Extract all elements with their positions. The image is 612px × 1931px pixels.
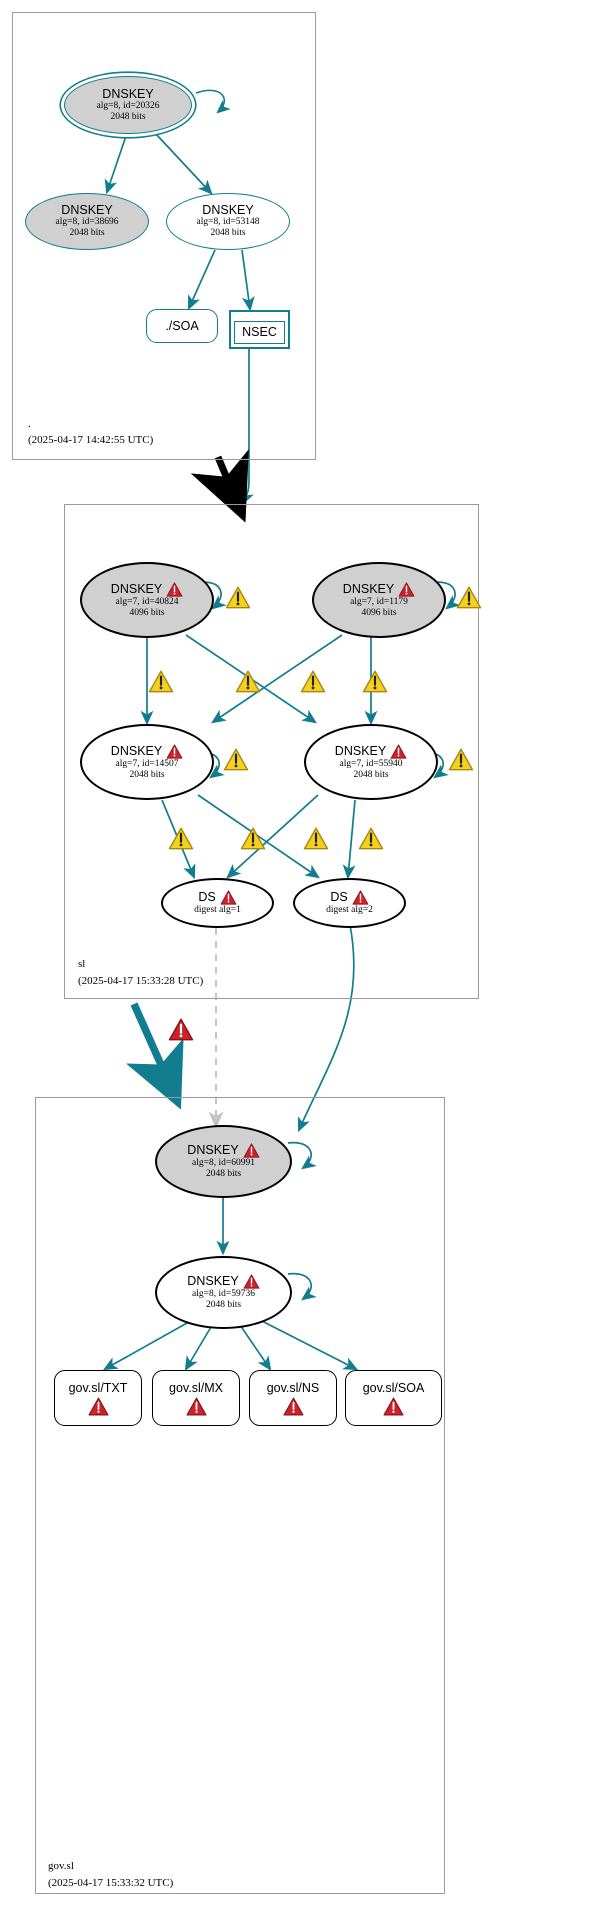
nsec-inner-box: NSEC (234, 321, 285, 344)
error-triangle-icon (220, 890, 237, 905)
warning-triangle-icon (358, 827, 384, 850)
node-keysize: 2048 bits (129, 769, 165, 780)
node-rrset-govsl-txt[interactable]: gov.sl/TXT (54, 1370, 142, 1426)
zone-box-sl (64, 504, 479, 999)
node-keyinfo: alg=8, id=59736 (192, 1289, 255, 1299)
warning-triangle-icon (148, 670, 174, 693)
error-triangle-icon (398, 581, 415, 597)
node-dnskey-sl-55940[interactable]: DNSKEY alg=7, id=55940 2048 bits (304, 724, 438, 800)
error-triangle-icon (87, 1397, 109, 1416)
error-triangle-icon (282, 1397, 304, 1416)
node-title: gov.sl/TXT (68, 1380, 128, 1395)
error-triangle-icon (352, 890, 369, 905)
node-dnskey-govsl-59736[interactable]: DNSKEY alg=8, id=59736 2048 bits (155, 1256, 292, 1329)
node-keyinfo: alg=7, id=40824 (115, 596, 179, 607)
node-rrset-govsl-soa[interactable]: gov.sl/SOA (345, 1370, 442, 1426)
node-title: DNSKEY (187, 1143, 239, 1157)
node-keyinfo: alg=8, id=60991 (192, 1158, 255, 1168)
node-title: gov.sl/NS (266, 1380, 320, 1395)
warning-triangle-icon (456, 586, 482, 609)
node-title: DS (330, 890, 348, 904)
zone-timestamp-sl: (2025-04-17 15:33:28 UTC) (78, 975, 204, 987)
node-keysize: 2048 bits (205, 1300, 242, 1310)
node-keysize: 4096 bits (129, 607, 165, 618)
error-triangle-icon (390, 743, 407, 759)
zone-box-root (12, 12, 316, 460)
node-keyinfo: alg=7, id=14507 (115, 758, 179, 769)
node-title: DNSKEY (202, 203, 254, 217)
node-keysize: 2048 bits (210, 228, 246, 238)
node-dnskey-root-38696[interactable]: DNSKEY alg=8, id=38696 2048 bits (25, 193, 149, 250)
error-triangle-icon (383, 1397, 404, 1416)
node-digest-alg: digest alg=1 (194, 905, 241, 915)
node-keyinfo: alg=7, id=1179 (350, 596, 408, 607)
node-title: DNSKEY (110, 743, 163, 758)
node-digest-alg: digest alg=2 (326, 905, 373, 915)
node-nsec-root[interactable]: NSEC (229, 310, 290, 349)
node-dnskey-root-53148[interactable]: DNSKEY alg=8, id=53148 2048 bits (166, 193, 290, 250)
node-ds-digest-alg-1[interactable]: DS digest alg=1 (161, 878, 274, 928)
node-keyinfo: alg=7, id=55940 (339, 758, 403, 769)
node-keysize: 2048 bits (353, 769, 389, 780)
node-dnskey-sl-40824[interactable]: DNSKEY alg=7, id=40824 4096 bits (80, 562, 214, 638)
node-title: DNSKEY (334, 743, 387, 758)
node-keyinfo: alg=8, id=53148 (196, 217, 260, 227)
warning-triangle-icon (303, 827, 329, 850)
zone-timestamp-govsl: (2025-04-17 15:33:32 UTC) (48, 1877, 174, 1889)
node-title: ./SOA (165, 318, 199, 333)
warning-triangle-icon (235, 670, 261, 693)
warning-triangle-icon (168, 827, 194, 850)
node-title: NSEC (242, 325, 277, 339)
node-dnskey-govsl-60991[interactable]: DNSKEY alg=8, id=60991 2048 bits (155, 1125, 292, 1198)
zone-label-govsl: gov.sl (48, 1860, 74, 1872)
node-title: DNSKEY (187, 1274, 239, 1288)
node-title: gov.sl/SOA (362, 1380, 425, 1395)
warning-triangle-icon (223, 748, 249, 771)
zone-label-sl: sl (78, 958, 86, 970)
node-keysize: 2048 bits (69, 228, 105, 238)
node-keysize: 2048 bits (205, 1169, 242, 1179)
error-triangle-icon (243, 1274, 260, 1289)
node-title: gov.sl/MX (169, 1380, 223, 1395)
warning-triangle-icon (240, 827, 266, 850)
node-rrset-govsl-mx[interactable]: gov.sl/MX (152, 1370, 240, 1426)
node-title: DNSKEY (102, 86, 154, 101)
node-title: DNSKEY (342, 581, 395, 596)
node-keysize: 2048 bits (110, 111, 146, 122)
zone-box-govsl (35, 1097, 445, 1894)
node-keysize: 4096 bits (361, 607, 397, 618)
node-title: DNSKEY (110, 581, 163, 596)
node-title: DNSKEY (61, 203, 113, 217)
node-dnskey-sl-1179[interactable]: DNSKEY alg=7, id=1179 4096 bits (312, 562, 446, 638)
warning-triangle-icon (362, 670, 388, 693)
warning-triangle-icon (300, 670, 326, 693)
zone-label-root: . (28, 418, 31, 430)
error-triangle-icon (243, 1143, 260, 1158)
node-title: DS (198, 890, 216, 904)
node-keyinfo: alg=8, id=20326 (96, 100, 160, 111)
node-keyinfo: alg=8, id=38696 (55, 217, 119, 227)
zone-timestamp-root: (2025-04-17 14:42:55 UTC) (28, 434, 154, 446)
error-triangle-icon (185, 1397, 207, 1416)
error-triangle-icon (166, 581, 183, 597)
error-triangle-icon (168, 1018, 194, 1041)
warning-triangle-icon (448, 748, 474, 771)
node-rrset-root-soa[interactable]: ./SOA (146, 309, 218, 343)
node-dnskey-root-20326[interactable]: DNSKEY alg=8, id=20326 2048 bits (64, 76, 192, 134)
error-triangle-icon (166, 743, 183, 759)
node-dnskey-sl-14507[interactable]: DNSKEY alg=7, id=14507 2048 bits (80, 724, 214, 800)
warning-triangle-icon (225, 586, 251, 609)
node-ds-digest-alg-2[interactable]: DS digest alg=2 (293, 878, 406, 928)
node-rrset-govsl-ns[interactable]: gov.sl/NS (249, 1370, 337, 1426)
